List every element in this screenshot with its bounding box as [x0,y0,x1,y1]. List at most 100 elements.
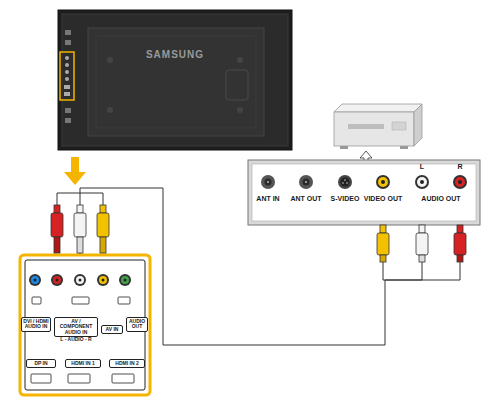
device-plugs [419,255,425,262]
monitor-back [226,70,248,100]
monitor-ports [65,40,71,45]
device-panel [248,160,480,225]
device-jacks [303,179,310,186]
panel-jacks [76,276,84,284]
device-plugs [380,255,386,262]
port-highlight [64,92,70,96]
monitor-ports [65,30,71,123]
port-label: AV / COMPONENT AUDIO IN [54,317,98,337]
panel-jacks [31,276,39,284]
monitor-back [107,57,113,63]
panel-jacks [121,276,129,284]
port-highlight [65,70,69,74]
monitor-back [88,28,264,136]
jack-label: AUDIO OUT [417,195,465,202]
panel-jacks [79,279,82,282]
panel-jacks [29,274,41,286]
panel-jacks [124,279,127,282]
panel-cables [57,193,103,205]
port-label: HDMI IN 1 [65,359,101,368]
panel-jacks [99,276,107,284]
device-jacks [378,177,388,187]
device-plugs [454,233,466,255]
device-jacks [381,180,385,184]
panel-plugs [54,205,60,213]
port-label: AUDIO OUT [126,317,148,332]
device-jacks [346,182,348,184]
device-jacks [338,175,352,189]
jack-label: ANT IN [248,195,288,202]
panel-jacks [29,274,131,286]
device-jacks [417,177,427,187]
device-jacks [305,181,307,183]
port-highlight [65,63,69,67]
monitor-back [237,57,243,63]
panel-ports [32,297,41,304]
device-cables [383,262,460,280]
monitor: SAMSUNG [58,10,292,150]
panel-jacks [102,279,105,282]
monitor-back [58,10,292,150]
device-jacks [299,175,313,189]
device-jacks [453,175,467,189]
device-jacks [341,178,350,187]
device-panel [248,160,480,225]
device-plugs [419,225,425,233]
panel-jacks [53,276,61,284]
port-panel [20,255,150,395]
panel-plugs [77,205,83,213]
device-panel [252,164,476,221]
vcr-device [392,122,406,130]
panel-ports [72,297,89,304]
port-highlight [60,52,74,100]
panel-jacks [56,279,59,282]
jack-label: VIDEO OUT [361,195,405,202]
device-jacks [265,179,272,186]
port-highlight [60,52,74,100]
monitor-back [62,14,288,146]
device-plugs [380,225,386,233]
panel-plugs [74,213,86,237]
channel-label: L [416,163,428,170]
device-plugs [457,255,463,262]
panel-plugs [54,237,60,253]
panel-plugs [51,205,109,253]
monitor-back [237,107,243,113]
port-panel: DVI / HDMI AUDIO INAV / COMPONENT AUDIO … [20,255,150,395]
device-panel: ANT INANT OUTS-VIDEOVIDEO OUTLRAUDIO OUT [248,160,480,225]
vcr-device [334,104,422,112]
panel-cables [57,193,103,205]
port-label: DP IN [26,359,56,368]
panel-jacks [34,279,37,282]
port-label: HDMI IN 2 [109,359,145,368]
panel-plugs [77,237,83,253]
port-label: L - AUDIO - R [54,337,98,342]
monitor-ports [65,30,71,35]
panel-jacks [51,274,63,286]
device-jacks [344,179,346,181]
panel-ports [31,374,51,383]
port-panel [20,255,150,395]
panel-plugs [97,213,109,237]
monitor-back [107,107,113,113]
monitor-back [58,10,292,150]
device-jacks [455,177,465,187]
panel-plugs [51,213,63,237]
port-label: DVI / HDMI AUDIO IN [21,317,51,332]
device-cables [383,262,460,280]
device-plugs [377,233,389,255]
panel-plugs [100,205,106,213]
vcr-device [348,124,384,129]
device-jacks [376,175,390,189]
panel-ports [112,374,134,383]
device-jacks [342,182,344,184]
panel-jacks [119,274,131,286]
device-plugs [377,225,466,262]
channel-label: R [454,163,466,170]
vcr-device [414,104,422,146]
device-jacks [458,180,462,184]
device-jacks [261,175,275,189]
port-highlight [64,85,70,89]
device-plugs [416,233,428,255]
